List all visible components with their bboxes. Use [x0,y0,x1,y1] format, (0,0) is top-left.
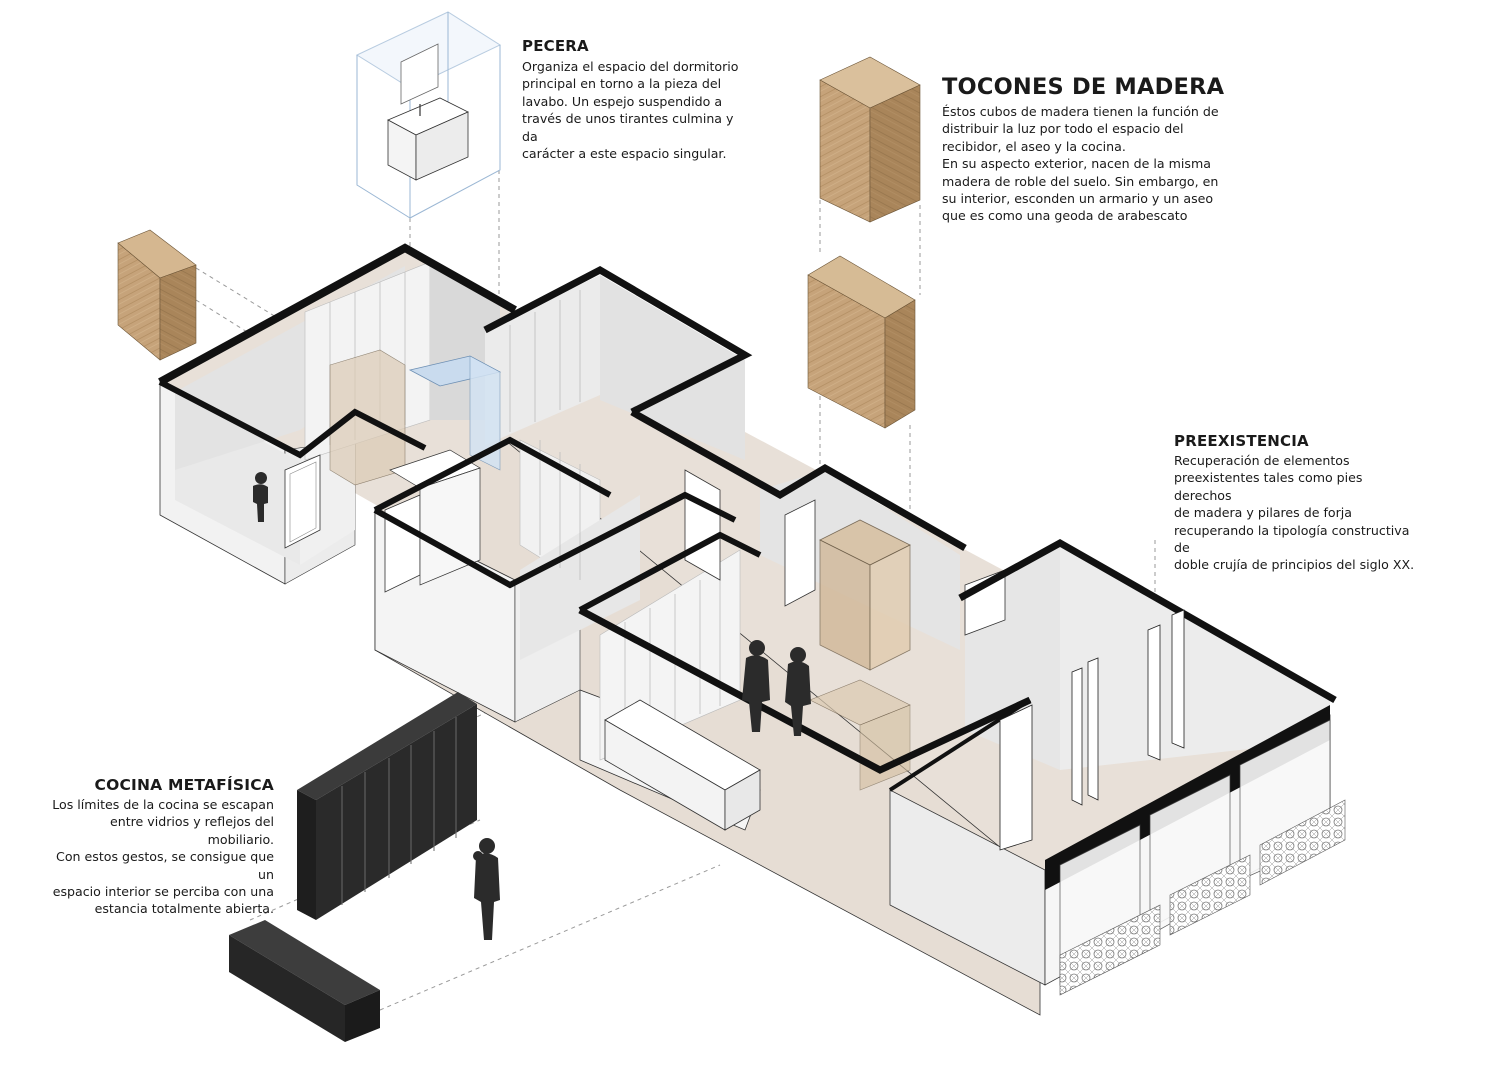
preexisting-pillars [999,609,1185,851]
pecera-body: Organiza el espacio del dormitorio princ… [522,59,739,162]
cocina-annotation: COCINA METAFÍSICA Los límites de la coci… [40,776,274,918]
human-silhouettes [253,472,811,940]
wood-cube-left [117,229,197,361]
preexistencia-title: PREEXISTENCIA [1174,432,1309,450]
tocones-annotation: TOCONES DE MADERA Éstos cubos de madera … [942,74,1232,225]
preexistencia-body: Recuperación de elementos preexistentes … [1174,453,1415,573]
dark-kitchen-island [229,920,380,1042]
tocones-title: TOCONES DE MADERA [942,74,1225,100]
balcony-windows [1059,719,1346,996]
dark-kitchen-wall-unit [297,692,477,920]
wood-cube-upper [819,56,921,223]
cocina-body: Los límites de la cocina se escapan entr… [52,797,274,917]
pecera-title: PECERA [522,37,589,55]
glass-basin-box [355,11,502,219]
wood-cube-lower [807,255,916,429]
parent-child-silhouette [473,838,500,940]
child-silhouette [253,472,268,522]
cocina-title: COCINA METAFÍSICA [94,776,274,794]
tocones-body: Éstos cubos de madera tienen la función … [942,104,1219,224]
pecera-annotation: PECERA Organiza el espacio del dormitori… [522,37,752,162]
kitchen-bench [604,699,761,831]
preexistencia-annotation: PREEXISTENCIA Recuperación de elementos … [1174,432,1424,574]
person-silhouette-1 [742,640,770,732]
person-silhouette-2 [785,647,811,736]
